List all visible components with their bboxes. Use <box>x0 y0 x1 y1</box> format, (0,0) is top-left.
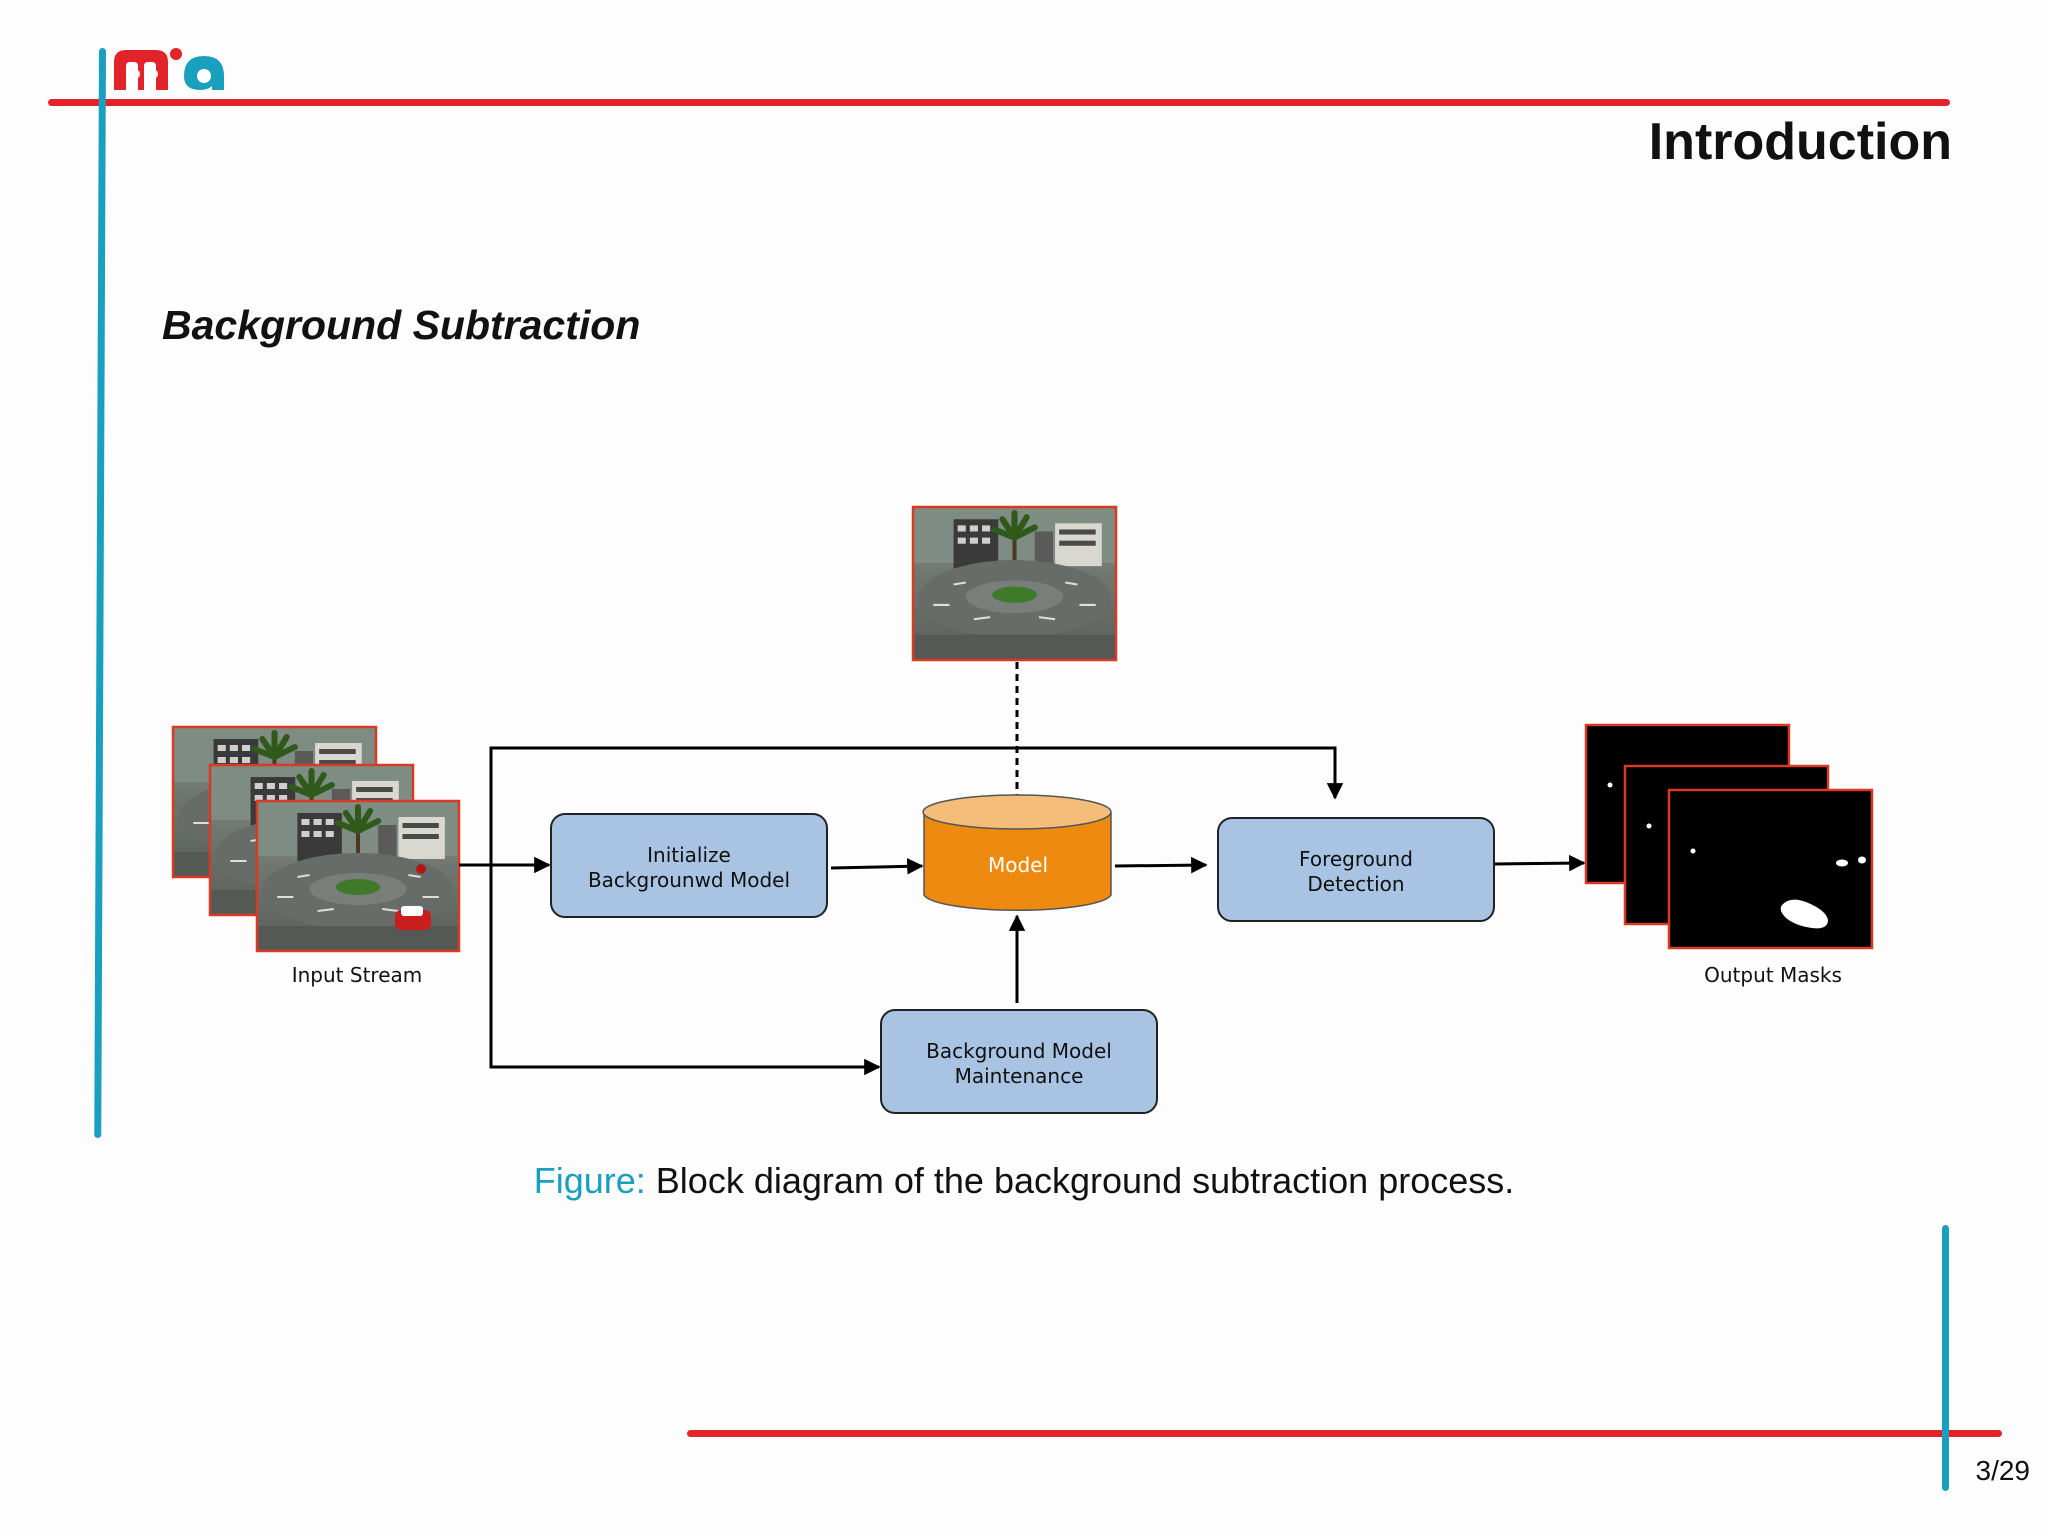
figure-caption-text: Block diagram of the background subtract… <box>645 1160 1515 1201</box>
connectors <box>459 662 1586 1076</box>
footer-rule <box>687 1430 2002 1437</box>
section-heading: Background Subtraction <box>162 302 641 348</box>
output-mask-frames <box>1584 723 1874 950</box>
node-maintenance-line1: Background Model <box>926 1039 1112 1063</box>
node-initialize: Initialize Backgrounwd Model <box>550 813 828 918</box>
background-image <box>911 505 1118 662</box>
header-rule <box>48 99 1950 106</box>
output-masks-label: Output Masks <box>1704 963 1842 987</box>
node-model-label: Model <box>988 853 1048 877</box>
logo-icon <box>114 48 224 90</box>
node-foreground-line2: Detection <box>1307 872 1404 896</box>
input-stream-label: Input Stream <box>292 963 423 987</box>
figure-caption: Figure: Block diagram of the background … <box>0 1160 2048 1202</box>
page-number: 3/29 <box>1975 1455 2031 1486</box>
node-model: Model <box>922 794 1112 911</box>
right-rule <box>1942 1225 1949 1491</box>
input-stream-frames <box>171 725 461 953</box>
node-maintenance: Background Model Maintenance <box>880 1009 1158 1114</box>
figure-caption-label: Figure: <box>533 1160 646 1201</box>
node-foreground-detection: Foreground Detection <box>1217 817 1495 922</box>
node-foreground-line1: Foreground <box>1299 847 1413 871</box>
slide-title: Introduction <box>1648 113 1952 171</box>
node-initialize-line2: Backgrounwd Model <box>588 868 790 892</box>
node-maintenance-line2: Maintenance <box>955 1064 1084 1088</box>
node-initialize-line1: Initialize <box>647 843 731 867</box>
